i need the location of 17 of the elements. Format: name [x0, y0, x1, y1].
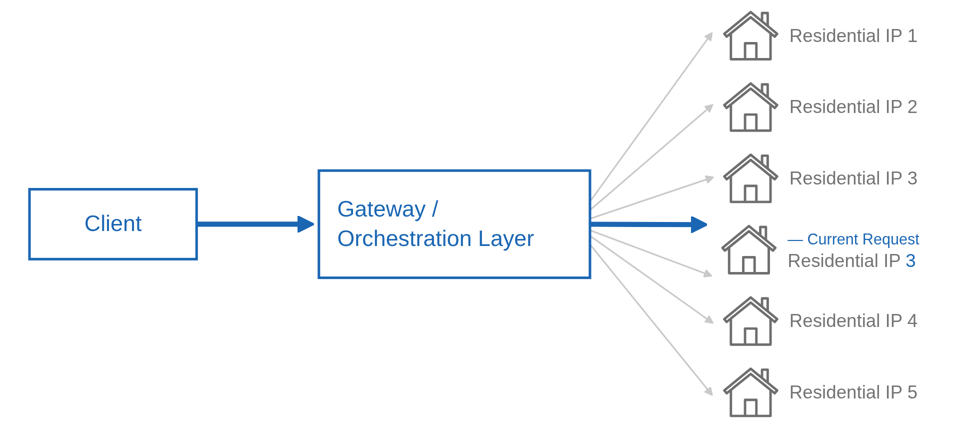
node-caption: Residential IP 4 — [789, 310, 918, 332]
arrow — [196, 215, 315, 234]
node-caption: Residential IP 1 — [789, 24, 918, 48]
node-caption: Residential IP 3 — [789, 166, 918, 190]
arrow — [589, 32, 713, 202]
arrow — [589, 244, 713, 396]
node-caption: Residential IP 5 — [789, 380, 918, 404]
callout-text: — Current Request — [788, 230, 920, 249]
arrow — [590, 229, 712, 278]
node-caption: Residential IP 3 — [788, 250, 916, 273]
node-caption: Residential IP 2 — [789, 96, 918, 118]
arrow — [590, 235, 714, 324]
arrow — [589, 104, 714, 211]
process-box: Gateway / Orchestration Layer — [318, 169, 592, 280]
arrow — [590, 216, 708, 234]
arrow — [590, 175, 714, 220]
process-box: Client — [28, 188, 198, 260]
